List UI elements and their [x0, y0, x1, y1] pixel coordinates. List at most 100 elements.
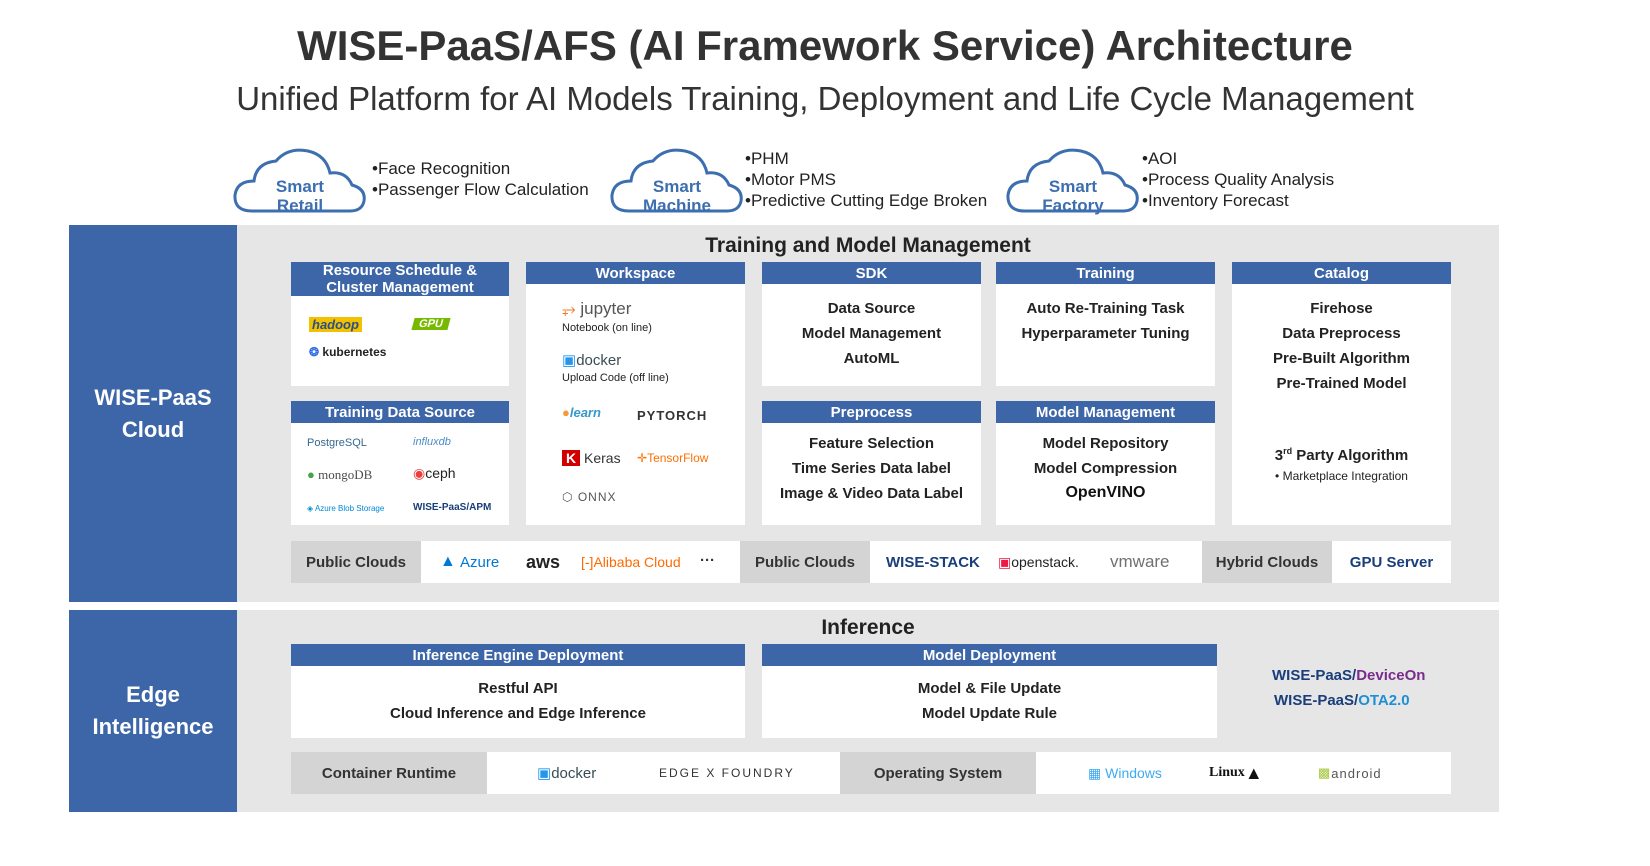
docker-logo: ▣docker: [562, 352, 622, 369]
bullet-item: Motor PMS: [745, 169, 987, 190]
whale-icon: ▣: [562, 352, 577, 369]
openstack-icon: ▣: [998, 553, 1012, 570]
openstack-logo: ▣openstack.: [998, 553, 1079, 571]
page-title: WISE-PaaS/AFS (AI Framework Service) Arc…: [297, 22, 1353, 69]
list-item: Model Repository: [1042, 435, 1169, 452]
onnx-icon: ⬡: [562, 490, 574, 504]
box-header: Catalog: [1232, 262, 1451, 284]
tensorflow-logo: ✛TensorFlow: [637, 451, 709, 465]
cloud-icon: [610, 148, 743, 213]
cloud-icon: [1006, 148, 1139, 213]
leaf-icon: ●: [307, 467, 315, 482]
android-icon: ▩: [1318, 765, 1332, 780]
bullet-item: Process Quality Analysis: [1142, 169, 1334, 190]
whale-icon: ▣: [537, 765, 552, 782]
box-header: Resource Schedule &Cluster Management: [291, 262, 509, 296]
list-item: Pre-Trained Model: [1276, 375, 1407, 392]
hybrid-clouds-label: Hybrid Clouds: [1202, 541, 1332, 583]
keras-icon: K: [562, 450, 581, 466]
openvino-logo: OpenVINO: [1065, 484, 1146, 501]
list-item: Model Compression: [1033, 460, 1178, 477]
hadoop-logo: hadoop: [309, 317, 362, 332]
box-header: Training: [996, 262, 1215, 284]
linux-logo: Linux▲: [1209, 762, 1263, 783]
jupyter-icon: ⥅: [562, 299, 576, 318]
more-indicator: ···: [700, 551, 715, 569]
inference-engine-list: Restful API Cloud Inference and Edge Inf…: [291, 676, 745, 726]
alibaba-icon: [-]: [581, 554, 594, 570]
inference-section-title: Inference: [821, 616, 915, 639]
alibaba-cloud-logo: [-]Alibaba Cloud: [581, 554, 681, 570]
bullet-list: AOI Process Quality Analysis Inventory F…: [1142, 148, 1334, 211]
wise-paas-ota-logo: WISE-PaaS/OTA2.0: [1274, 692, 1410, 709]
android-logo: ▩android: [1318, 765, 1382, 781]
training-box: Training Auto Re-Training Task Hyperpara…: [996, 262, 1215, 386]
kubernetes-icon: ❂: [309, 345, 320, 359]
list-item: Auto Re-Training Task: [1026, 300, 1185, 317]
sklearn-icon: ●: [562, 405, 570, 420]
list-item: Time Series Data label: [792, 460, 951, 477]
wise-stack-logo: WISE-STACK: [886, 553, 980, 571]
training-section-title: Training and Model Management: [705, 234, 1031, 257]
box-header: Inference Engine Deployment: [291, 644, 745, 666]
list-item: Feature Selection: [808, 435, 935, 452]
box-header: Model Management: [996, 401, 1215, 423]
list-item: Pre-Built Algorithm: [1273, 350, 1410, 367]
box-header: SDK: [762, 262, 981, 284]
container-runtime-label: Container Runtime: [291, 752, 487, 794]
kubernetes-logo: ❂ kubernetes: [309, 345, 387, 359]
model-management-list: Model Repository Model Compression: [996, 431, 1215, 481]
list-item: Data Source: [827, 300, 916, 317]
bullet-item: Predictive Cutting Edge Broken: [745, 190, 987, 211]
ceph-logo: ◉ceph: [413, 465, 456, 481]
public-clouds-label: Public Clouds: [291, 541, 421, 583]
pytorch-logo: PYTORCH: [637, 408, 708, 423]
model-deployment-box: Model Deployment Model & File Update Mod…: [762, 644, 1217, 738]
vmware-logo: vmware: [1110, 552, 1170, 571]
bullet-list: PHM Motor PMS Predictive Cutting Edge Br…: [745, 148, 987, 211]
ceph-icon: ◉: [413, 465, 426, 481]
docker-logo-edge: ▣docker: [537, 764, 597, 783]
preprocess-box: Preprocess Feature Selection Time Series…: [762, 401, 981, 525]
operating-system-label: Operating System: [840, 752, 1036, 794]
cloud-icon: [233, 148, 366, 213]
training-data-source-box: Training Data Source PostgreSQL influxdb…: [291, 401, 509, 525]
box-header: Model Deployment: [762, 644, 1217, 666]
azure-blob-logo: ◈ Azure Blob Storage: [307, 504, 385, 513]
catalog-list: Firehose Data Preprocess Pre-Built Algor…: [1232, 296, 1451, 396]
aws-logo: aws: [526, 551, 561, 572]
page-subtitle: Unified Platform for AI Models Training,…: [236, 80, 1414, 117]
workspace-box: Workspace ⥅ jupyter Notebook (on line) ▣…: [526, 262, 745, 525]
list-item: Cloud Inference and Edge Inference: [390, 705, 646, 722]
sdk-box: SDK Data Source Model Management AutoML: [762, 262, 981, 386]
public-clouds-label-2: Public Clouds: [740, 541, 870, 583]
box-header: Preprocess: [762, 401, 981, 423]
list-item: Model & File Update: [917, 680, 1062, 697]
list-item: Data Preprocess: [1282, 325, 1401, 342]
windows-logo: ▦ Windows: [1088, 764, 1162, 782]
list-item: Image & Video Data Label: [779, 485, 964, 502]
bullet-item: AOI: [1142, 148, 1334, 169]
penguin-icon: ▲: [1244, 762, 1263, 783]
bullet-list: Face Recognition Passenger Flow Calculat…: [372, 158, 589, 200]
sdk-list: Data Source Model Management AutoML: [762, 296, 981, 371]
azure-icon: ▲: [440, 553, 456, 570]
gpu-server-label: GPU Server: [1349, 553, 1434, 571]
bullet-item: Passenger Flow Calculation: [372, 179, 589, 200]
list-item: Model Management: [801, 325, 942, 342]
catalog-box: Catalog Firehose Data Preprocess Pre-Bui…: [1232, 262, 1451, 525]
influxdb-logo: influxdb: [413, 436, 451, 448]
jupyter-logo: ⥅ jupyter: [562, 299, 632, 318]
wise-paas-deviceon-logo: WISE-PaaS/DeviceOn: [1272, 667, 1426, 684]
windows-icon: ▦: [1088, 764, 1102, 781]
keras-logo: K Keras: [562, 450, 621, 466]
list-item: Hyperparameter Tuning: [1021, 325, 1190, 342]
list-item: Restful API: [478, 680, 558, 697]
bullet-item: Inventory Forecast: [1142, 190, 1334, 211]
resource-schedule-box: Resource Schedule &Cluster Management ha…: [291, 262, 509, 386]
